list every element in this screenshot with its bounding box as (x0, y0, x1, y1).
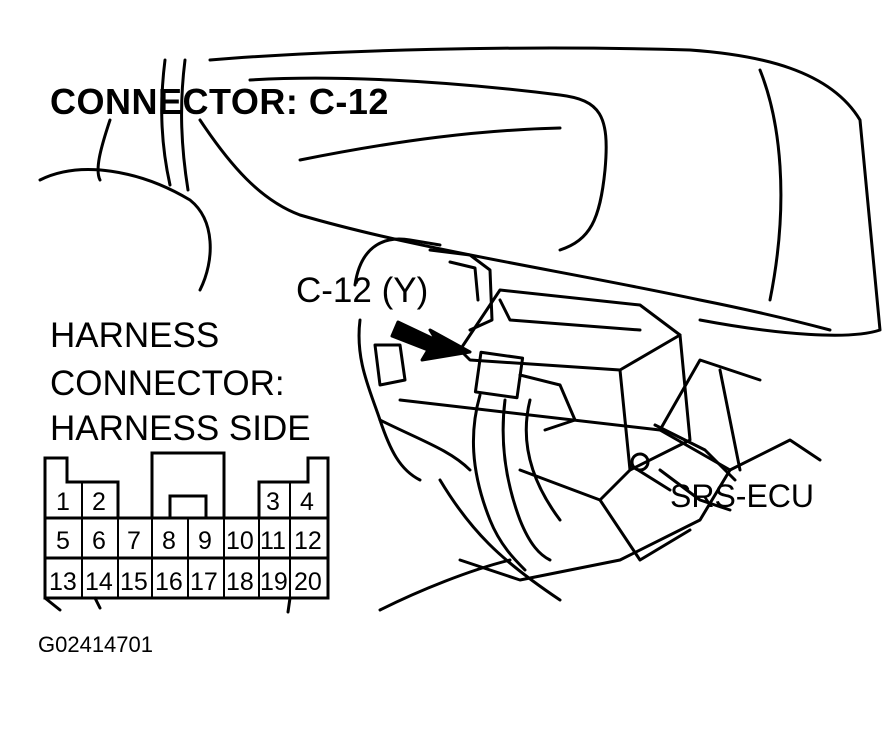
pin-5: 5 (56, 527, 70, 555)
pin-17: 17 (190, 568, 218, 596)
console-lip (198, 118, 832, 332)
dashboard-panel (208, 46, 882, 337)
pin-4: 4 (300, 488, 314, 516)
figure-id: G02414701 (38, 632, 153, 657)
left-trim (38, 168, 212, 292)
pin-7: 7 (127, 527, 141, 555)
pin-11: 11 (260, 527, 286, 555)
pin-1: 1 (56, 488, 70, 516)
bracket-upper (428, 248, 494, 332)
wiring-harness (471, 393, 527, 572)
pin-12: 12 (294, 527, 322, 555)
pin-10: 10 (226, 527, 254, 555)
pin-18: 18 (226, 568, 254, 596)
pointer-arrow (390, 320, 472, 362)
pin-16: 16 (155, 568, 183, 596)
pin-19: 19 (260, 568, 288, 596)
pin-13: 13 (49, 568, 77, 596)
connector-id-callout: C-12 (Y) (296, 271, 429, 310)
connector-c12-shape (473, 350, 525, 400)
pin-2: 2 (92, 488, 106, 516)
pin-3: 3 (266, 488, 280, 516)
pin-15: 15 (120, 568, 148, 596)
harness-label-line3: HARNESS SIDE (50, 409, 311, 448)
harness-label-line1: HARNESS (50, 316, 220, 355)
pin-14: 14 (85, 568, 113, 596)
pin-6: 6 (92, 527, 106, 555)
harness-label-line2: CONNECTOR: (50, 364, 285, 403)
pin-8: 8 (162, 527, 176, 555)
srs-ecu-callout: SRS-ECU (670, 478, 815, 514)
pin-20: 20 (294, 568, 322, 596)
diagram-title: CONNECTOR: C-12 (50, 81, 389, 122)
pin-9: 9 (198, 527, 212, 555)
